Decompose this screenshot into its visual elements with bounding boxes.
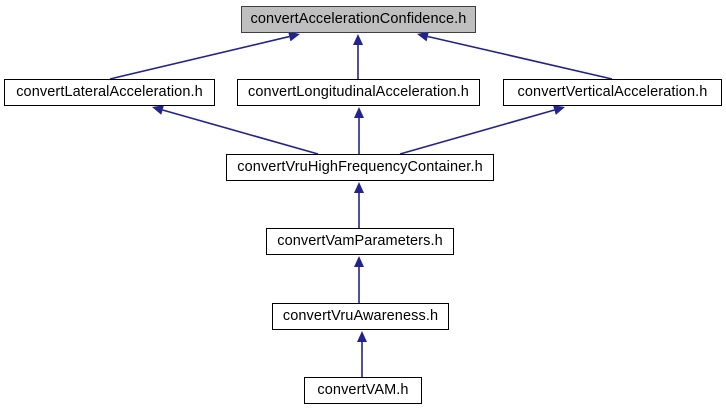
- graph-edge-arrowhead: [357, 331, 367, 342]
- graph-edge-arrowhead: [354, 256, 364, 267]
- graph-edge-line: [162, 109, 319, 155]
- graph-edge-arrowhead: [354, 182, 364, 193]
- graph-node-label: convertLongitudinalAcceleration.h: [248, 84, 469, 101]
- graph-edge-e3: [417, 31, 613, 80]
- graph-edge-arrowhead: [417, 31, 429, 42]
- graph-node-label: convertAccelerationConfidence.h: [250, 11, 467, 28]
- graph-edge-arrowhead: [354, 107, 364, 118]
- graph-node-n7[interactable]: convertVAM.h: [304, 377, 422, 404]
- graph-edge-line: [399, 109, 555, 155]
- graph-edge-e5: [354, 107, 364, 154]
- graph-edge-e7: [354, 182, 364, 228]
- graph-edge-e6: [399, 105, 565, 155]
- graph-edge-arrowhead: [288, 31, 300, 42]
- graph-node-label: convertVruAwareness.h: [282, 308, 439, 325]
- graph-node-label: convertVamParameters.h: [277, 233, 443, 250]
- graph-node-n6[interactable]: convertVruAwareness.h: [272, 303, 449, 330]
- graph-node-n3[interactable]: convertVerticalAcceleration.h: [503, 79, 722, 106]
- graph-node-n1[interactable]: convertLateralAcceleration.h: [4, 79, 215, 106]
- graph-node-n4[interactable]: convertVruHighFrequencyContainer.h: [226, 154, 494, 181]
- graph-node-n0[interactable]: convertAccelerationConfidence.h: [241, 6, 476, 33]
- graph-node-label: convertVruHighFrequencyContainer.h: [237, 159, 483, 176]
- graph-edge-e1: [109, 31, 300, 80]
- graph-edge-e4: [152, 105, 319, 155]
- graph-node-label: convertLateralAcceleration.h: [16, 84, 203, 101]
- graph-edge-e2: [353, 34, 363, 79]
- graph-edge-line: [109, 35, 290, 80]
- graph-node-label: convertVAM.h: [317, 382, 409, 399]
- graph-edge-e9: [357, 331, 367, 377]
- graph-node-n2[interactable]: convertLongitudinalAcceleration.h: [237, 79, 480, 106]
- graph-node-label: convertVerticalAcceleration.h: [517, 84, 708, 101]
- graph-edge-arrowhead: [553, 105, 565, 115]
- graph-edge-arrowhead: [152, 105, 164, 115]
- graph-edge-e8: [354, 256, 364, 303]
- graph-node-n5[interactable]: convertVamParameters.h: [266, 228, 454, 255]
- graph-edge-arrowhead: [353, 34, 363, 45]
- graph-edge-line: [427, 35, 613, 80]
